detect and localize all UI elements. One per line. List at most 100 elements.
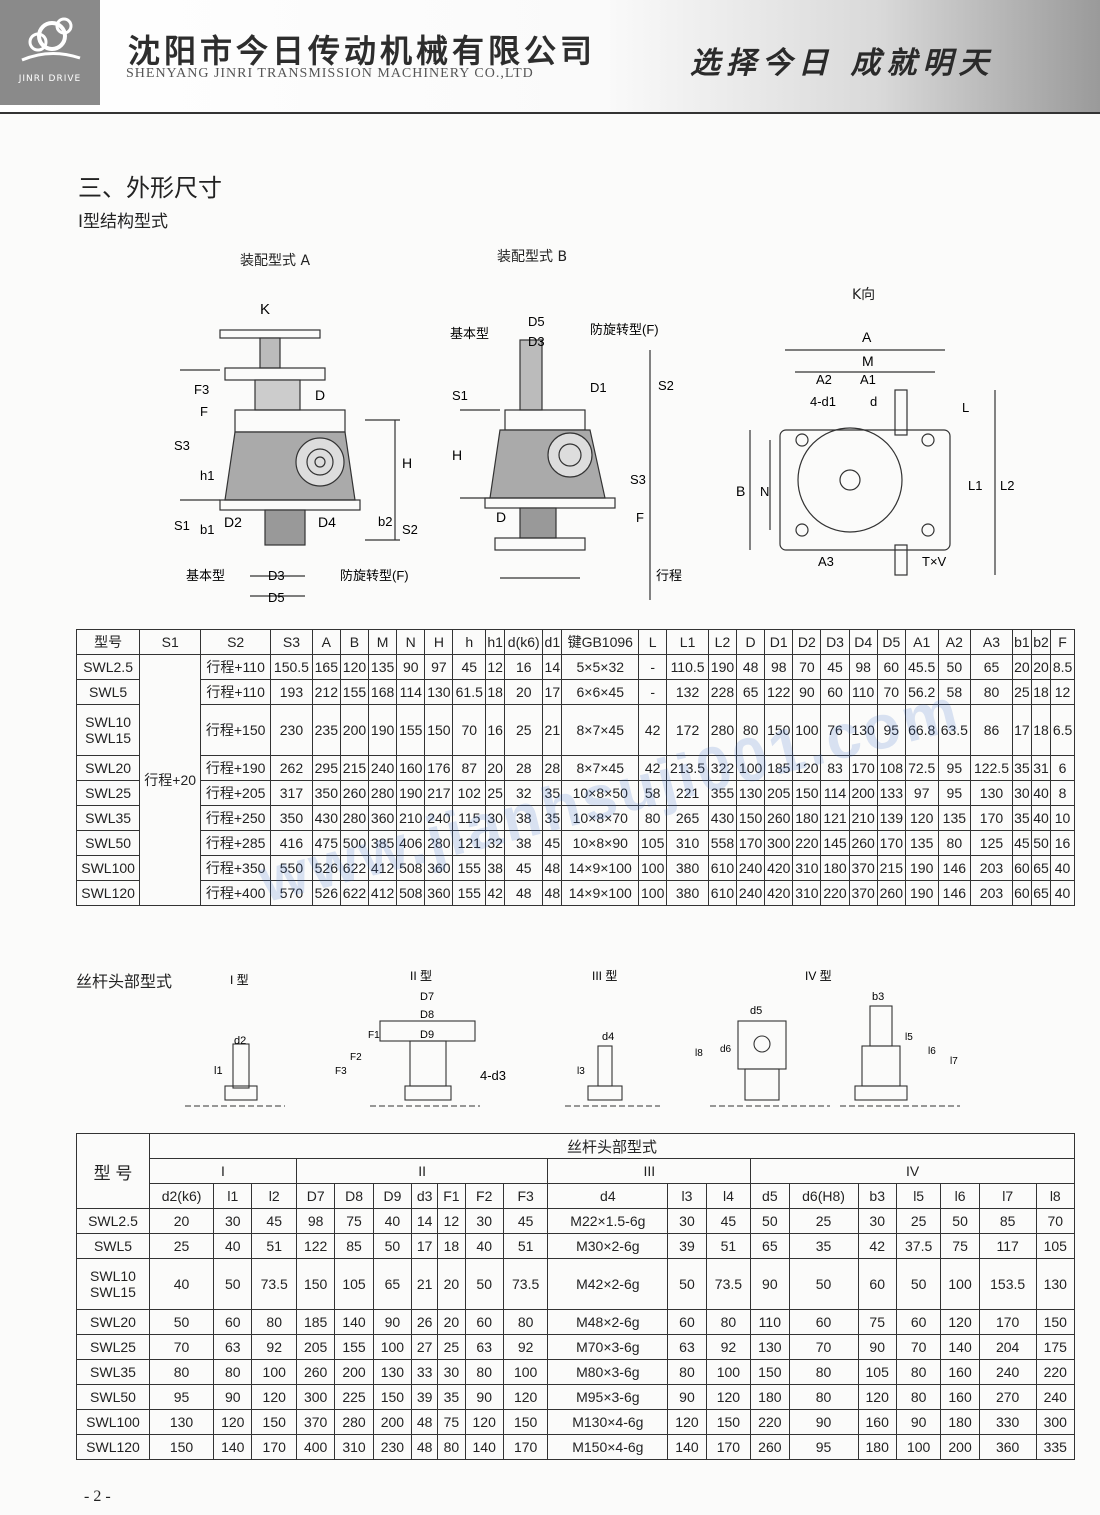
table2-col-header: b3 bbox=[857, 1183, 897, 1209]
table2-cell: 205 bbox=[295, 1334, 336, 1360]
table2-model-name: SWL2.5 bbox=[88, 1213, 138, 1229]
table1-model-name: SWL10 bbox=[85, 714, 132, 730]
table1-col-header: L2 bbox=[707, 629, 738, 655]
table1-col-header: b1 bbox=[1011, 629, 1032, 655]
table2-cell: 300 bbox=[1035, 1409, 1076, 1435]
table2-cell: 50 bbox=[148, 1309, 215, 1335]
table2-cell: 122 bbox=[295, 1233, 336, 1259]
table1-cell: 21 bbox=[542, 704, 563, 756]
table1-cell: 190 bbox=[904, 880, 939, 906]
table1-cell: 18 bbox=[485, 679, 506, 705]
table2-cell: 80 bbox=[437, 1434, 466, 1460]
table1-cell: 66.8 bbox=[904, 704, 939, 756]
table2-cell: 220 bbox=[1035, 1359, 1076, 1385]
table1-cell: 170 bbox=[876, 830, 906, 856]
table2-model-name: SWL10 bbox=[90, 1268, 136, 1284]
table1-col-header: 键GB1096 bbox=[561, 629, 640, 655]
table1-cell: 260 bbox=[764, 805, 794, 831]
table2-cell: 65 bbox=[750, 1233, 790, 1259]
table2-cell: 92 bbox=[502, 1334, 549, 1360]
table1-model-cell: SWL120 bbox=[75, 880, 141, 906]
table1-cell: 133 bbox=[876, 780, 906, 806]
table1-s1-merged-cell: 行程+20 bbox=[139, 654, 202, 906]
head-label-d6: d6 bbox=[720, 1044, 732, 1055]
table1-col-header: D3 bbox=[820, 629, 850, 655]
table2-cell: 90 bbox=[750, 1258, 790, 1310]
table1-col-header: N bbox=[396, 629, 426, 655]
table2-cell: 12 bbox=[437, 1208, 466, 1234]
table1-cell: 203 bbox=[970, 855, 1013, 881]
table1-cell: 262 bbox=[270, 755, 313, 781]
label-d: D bbox=[315, 387, 325, 403]
table2-cell: 63 bbox=[213, 1334, 253, 1360]
table2-group-header: 丝杆头部型式 bbox=[149, 1133, 1075, 1159]
table1-cell: 430 bbox=[707, 805, 738, 831]
table2-cell: 100 bbox=[502, 1359, 549, 1385]
label-d-b: D bbox=[496, 509, 506, 525]
table1-cell: 170 bbox=[736, 830, 766, 856]
table2-cell: 170 bbox=[502, 1434, 549, 1460]
table1-cell: 70 bbox=[792, 654, 822, 680]
table1-cell: 310 bbox=[792, 880, 822, 906]
table1-cell: 20 bbox=[504, 679, 544, 705]
table2-model-name: SWL100 bbox=[86, 1414, 140, 1430]
table2-cell: 40 bbox=[213, 1233, 253, 1259]
table1-cell: 45 bbox=[452, 654, 487, 680]
table2-cell: 80 bbox=[502, 1309, 549, 1335]
table1-cell: 355 bbox=[707, 780, 738, 806]
table1-cell: 10×8×50 bbox=[561, 780, 640, 806]
table1-cell: 45 bbox=[820, 654, 850, 680]
table2-cell: 150 bbox=[1035, 1309, 1076, 1335]
head-label-l1: l1 bbox=[214, 1065, 223, 1077]
table2-cell: 150 bbox=[295, 1258, 336, 1310]
table1-cell: 48 bbox=[736, 654, 766, 680]
label-d3: D3 bbox=[268, 568, 285, 583]
table2-type-iv: IV bbox=[750, 1158, 1075, 1184]
table1-cell: 16 bbox=[504, 654, 544, 680]
table2-cell: 120 bbox=[464, 1409, 504, 1435]
table2-cell: 100 bbox=[940, 1258, 980, 1310]
table1-cell: 122.5 bbox=[970, 755, 1013, 781]
table2-cell: 42 bbox=[857, 1233, 897, 1259]
table2-model-name: SWL35 bbox=[90, 1364, 136, 1380]
table2-cell: 90 bbox=[788, 1409, 859, 1435]
table2-cell: 170 bbox=[978, 1309, 1037, 1335]
table2-cell: 25 bbox=[437, 1334, 466, 1360]
table2-cell: M95×3-6g bbox=[547, 1384, 669, 1410]
table2-cell: M48×2-6g bbox=[547, 1309, 669, 1335]
label-s1: S1 bbox=[174, 518, 190, 533]
head-type-iii-label: III 型 bbox=[592, 969, 617, 983]
table2-cell: 40 bbox=[464, 1233, 504, 1259]
table1-cell: 221 bbox=[666, 780, 709, 806]
label-d3-b: D3 bbox=[528, 334, 545, 349]
label-basic-type: 基本型 bbox=[186, 568, 225, 583]
table1-cell: 508 bbox=[396, 880, 426, 906]
table2-cell: 140 bbox=[940, 1334, 980, 1360]
screw-head-table-group-row: 型 号 丝杆头部型式 bbox=[76, 1133, 1075, 1209]
table2-cell: 45 bbox=[502, 1208, 549, 1234]
table1-cell: 121 bbox=[820, 805, 850, 831]
head-label-d9: D9 bbox=[420, 1029, 434, 1041]
table1-cell: 8 bbox=[1050, 780, 1075, 806]
table2-cell: 150 bbox=[502, 1409, 549, 1435]
table2-cell: 100 bbox=[895, 1434, 942, 1460]
table1-cell: 35 bbox=[1011, 755, 1032, 781]
table2-cell: 14 bbox=[411, 1208, 439, 1234]
table2-cell: 20 bbox=[437, 1258, 466, 1310]
head-label-d2: d2 bbox=[234, 1035, 246, 1047]
table1-model-cell: SWL20 bbox=[75, 755, 141, 781]
table2-cell: 117 bbox=[978, 1233, 1037, 1259]
table2-cell: 400 bbox=[295, 1434, 336, 1460]
table2-cell: 51 bbox=[502, 1233, 549, 1259]
table2-cell: 75 bbox=[437, 1409, 466, 1435]
table1-cell: 行程+190 bbox=[200, 755, 272, 781]
table1-model-cell: SWL35 bbox=[75, 805, 141, 831]
table1-cell: 370 bbox=[848, 855, 878, 881]
table2-col-header: l8 bbox=[1035, 1183, 1076, 1209]
table2-cell: 155 bbox=[334, 1334, 374, 1360]
head-label-l7: l7 bbox=[950, 1056, 958, 1067]
caption-k-view: K向 bbox=[852, 287, 876, 303]
